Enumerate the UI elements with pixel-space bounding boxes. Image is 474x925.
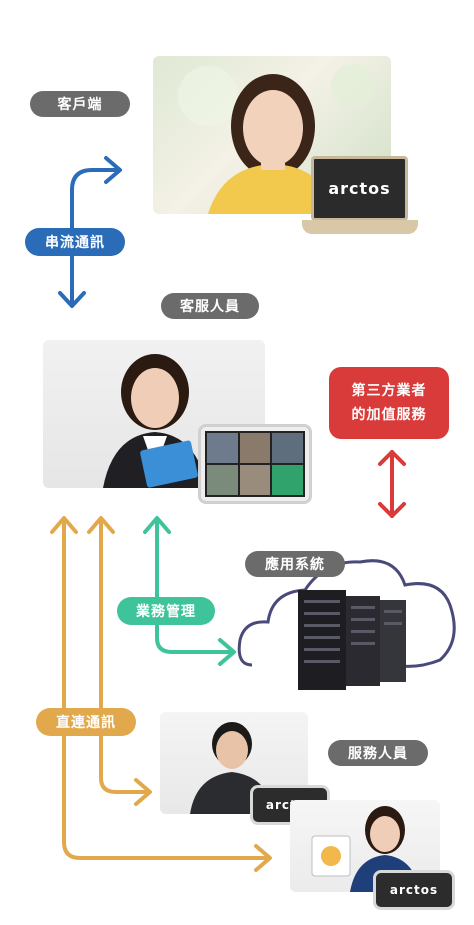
- tablet-screen: [205, 431, 305, 497]
- phone-woman-brand: arctos: [389, 883, 439, 897]
- cs-staff-illustration: [103, 354, 207, 488]
- server-racks: [298, 590, 406, 690]
- gold-direct-arrows: [50, 516, 272, 872]
- laptop-base: [302, 220, 418, 234]
- third-party-line1: 第三方業者: [351, 383, 427, 399]
- client-woman-illustration: [178, 64, 375, 214]
- direct-comm-label: 直連通訊: [36, 708, 136, 736]
- service-woman-illustration: [311, 806, 420, 892]
- client-photo: [153, 56, 391, 214]
- service-staff-label: 服務人員: [328, 740, 428, 766]
- cloud-outline: [237, 559, 456, 668]
- cs-staff-label: 客服人員: [161, 293, 259, 319]
- laptop: arctos: [311, 156, 408, 221]
- phone-woman: arctos: [373, 870, 455, 910]
- cs-staff-photo: [43, 340, 265, 488]
- third-party-services-box: 第三方業者 的加值服務: [329, 367, 449, 439]
- third-party-line2: 的加值服務: [351, 407, 427, 423]
- app-system-label: 應用系統: [245, 551, 345, 577]
- business-mgmt-label: 業務管理: [117, 597, 215, 625]
- client-label: 客戶端: [30, 91, 130, 117]
- service-staff-man-photo: [160, 712, 308, 814]
- laptop-brand: arctos: [328, 179, 391, 198]
- green-business-arrow: [143, 516, 236, 666]
- tablet: [198, 424, 312, 504]
- red-double-arrow: [378, 450, 406, 518]
- streaming-label: 串流通訊: [25, 228, 125, 256]
- blue-streaming-arrow: [58, 156, 122, 308]
